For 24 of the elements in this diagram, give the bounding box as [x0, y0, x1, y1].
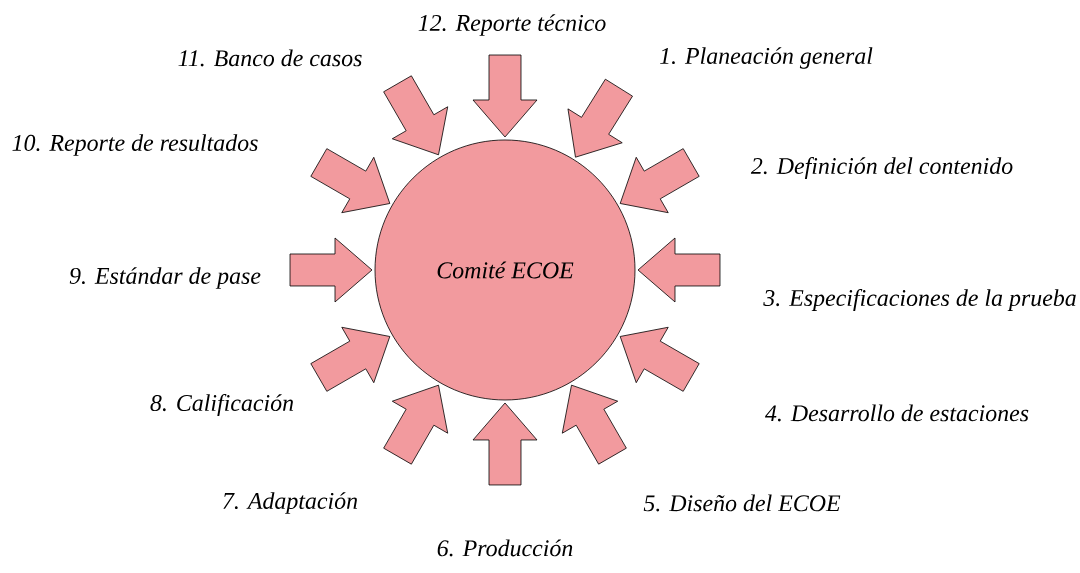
stage-label: 1. Planeación general: [659, 47, 873, 69]
block-arrow: [637, 237, 721, 303]
block-arrow: [567, 78, 633, 158]
stage-label: 8. Calificación: [150, 394, 294, 416]
block-arrow: [289, 237, 373, 303]
block-arrow: [383, 75, 449, 156]
block-arrow: [310, 326, 391, 392]
stage-label: 6. Producción: [437, 539, 573, 557]
stage-label: 4. Desarrollo de estaciones: [765, 404, 1029, 422]
stage-label: 5. Diseño del ECOE: [643, 494, 841, 512]
block-arrow: [310, 148, 391, 214]
stage-label: 9. Estándar de pase: [69, 267, 261, 289]
stage-label: 7. Adaptación: [223, 492, 358, 514]
stage-label: 11. Banco de casos: [178, 49, 362, 67]
block-arrow: [561, 384, 627, 465]
stage-label: 10. Reporte de resultados: [12, 134, 258, 156]
block-arrow: [619, 326, 700, 392]
stage-label: 12. Reporte técnico: [418, 14, 606, 36]
block-arrow: [472, 402, 538, 486]
stage-label: 2. Definición del contenido: [750, 157, 1013, 179]
block-arrow: [619, 148, 700, 214]
block-arrow: [383, 384, 449, 465]
stage-label: 3. Especificaciones de la prueba: [763, 289, 1076, 311]
block-arrow: [472, 54, 538, 138]
